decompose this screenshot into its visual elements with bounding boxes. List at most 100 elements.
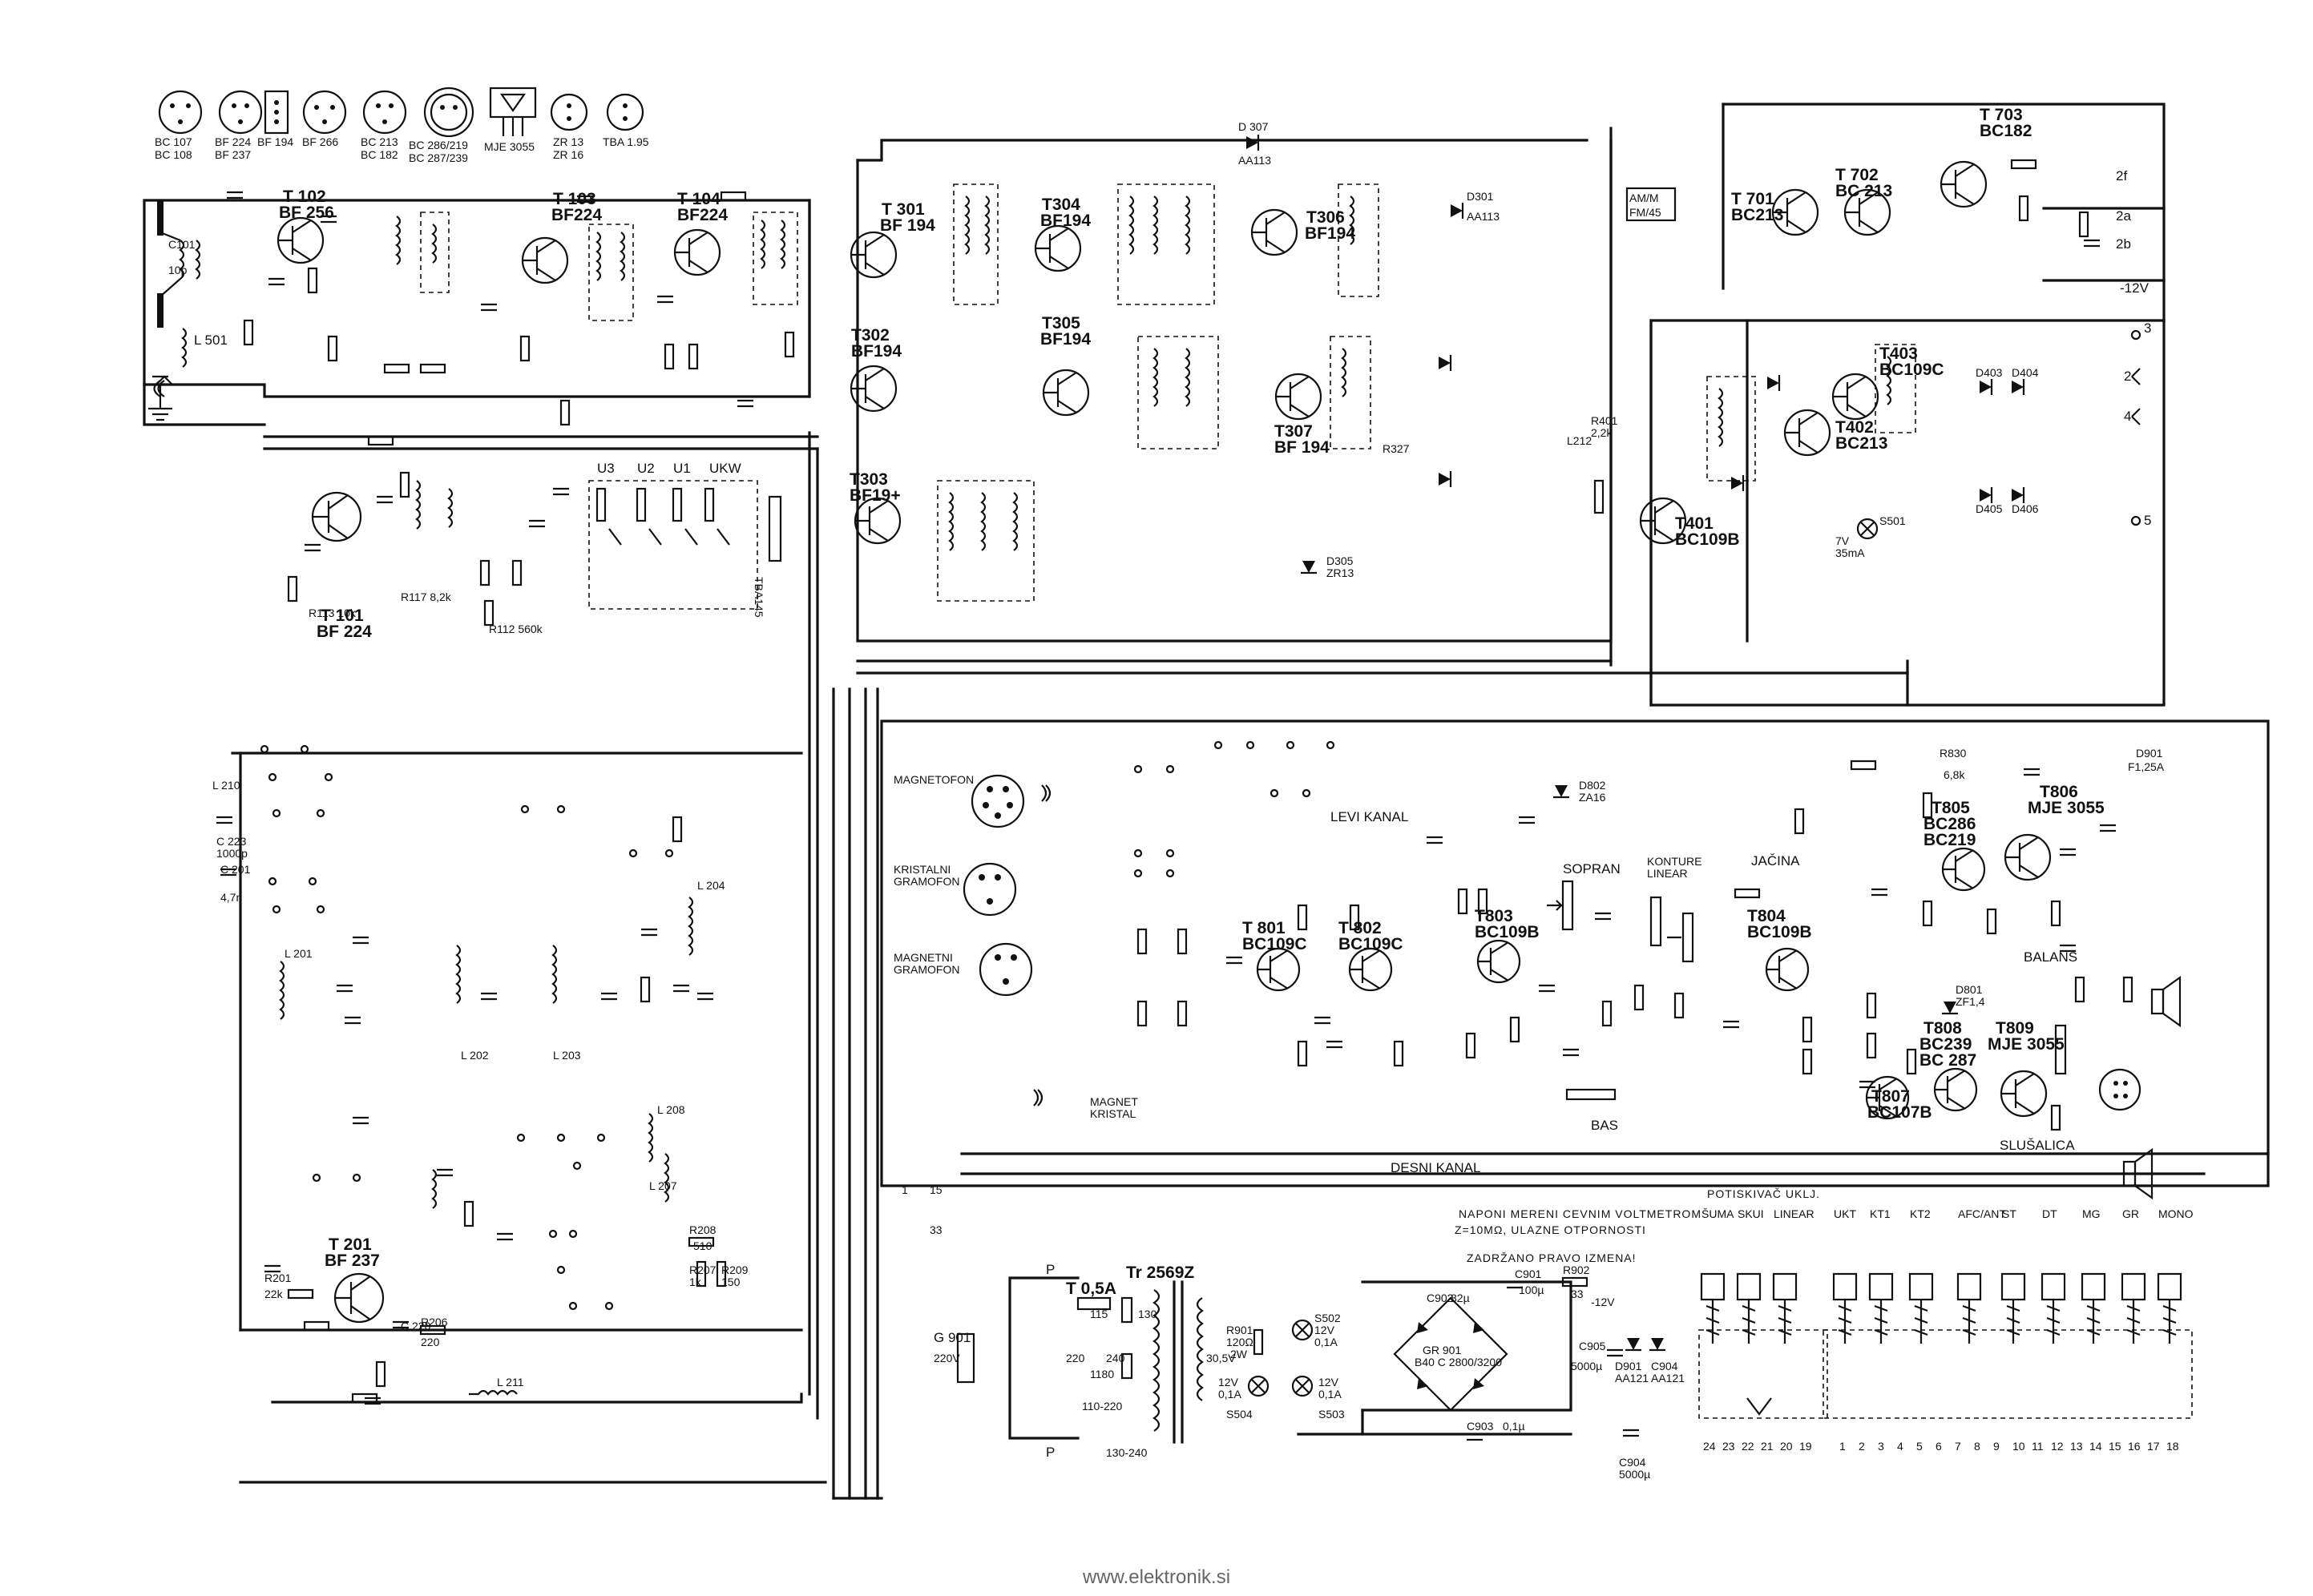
svg-text:0,1A: 0,1A	[1314, 1336, 1338, 1348]
svg-text:BF 224: BF 224	[317, 623, 372, 641]
switch-label-1: SKUI	[1738, 1207, 1764, 1220]
svg-text:T805: T805	[1932, 799, 1970, 817]
svg-text:C 201: C 201	[220, 863, 251, 876]
svg-text:BC 182: BC 182	[361, 148, 398, 161]
pushbutton-9[interactable]	[2081, 1272, 2106, 1344]
transistor-t804: T804 BC109B	[1747, 907, 1812, 992]
switch-label-2: LINEAR	[1774, 1207, 1814, 1220]
svg-text:MJE 3055: MJE 3055	[2028, 799, 2105, 817]
svg-text:R117 8,2k: R117 8,2k	[401, 590, 452, 603]
switch-pin-8: 8	[1974, 1440, 1980, 1453]
svg-text:MJE 3055: MJE 3055	[1988, 1035, 2065, 1054]
svg-text:MAGNET: MAGNET	[1090, 1095, 1138, 1108]
switch-label-3: UKT	[1834, 1207, 1856, 1220]
svg-text:DESNI KANAL: DESNI KANAL	[1391, 1160, 1480, 1175]
svg-text:T 101: T 101	[321, 607, 364, 625]
svg-text:B40 C 2800/3200: B40 C 2800/3200	[1415, 1356, 1502, 1368]
svg-text:6,8k: 6,8k	[1944, 768, 1965, 781]
transistor-t304: T304 BF194	[1034, 195, 1091, 272]
transistor-t102: T 102 BF 256	[277, 187, 334, 264]
svg-text:U3: U3	[597, 461, 615, 476]
svg-text:BF 237: BF 237	[325, 1251, 380, 1270]
pushbutton-2[interactable]	[1772, 1272, 1798, 1344]
svg-text:GR 901: GR 901	[1423, 1344, 1461, 1356]
svg-text:BC107B: BC107B	[1867, 1103, 1932, 1122]
svg-text:1180: 1180	[1090, 1368, 1114, 1380]
pushbutton-5[interactable]	[1908, 1272, 1934, 1344]
svg-text:R327: R327	[1383, 442, 1410, 455]
svg-text:D301: D301	[1467, 190, 1494, 203]
svg-text:2f: 2f	[2116, 168, 2127, 183]
svg-text:G 901: G 901	[934, 1330, 971, 1345]
svg-text:ZADRŽANO PRAVO IZMENA!: ZADRŽANO PRAVO IZMENA!	[1467, 1251, 1637, 1264]
svg-text:1k: 1k	[689, 1276, 702, 1288]
ukw-front-end: L 501 C101 10p T 102 BF 256 T 103 BF224	[148, 187, 798, 641]
svg-text:C901: C901	[1515, 1268, 1542, 1280]
pushbutton-8[interactable]	[2041, 1272, 2066, 1344]
if-amplifier: T 301 BF 194 T302 BF194 T303 BF19+	[850, 120, 1618, 602]
svg-text:T803: T803	[1475, 907, 1513, 925]
svg-text:T 102: T 102	[283, 187, 326, 206]
headphone-jack-icon	[2098, 1068, 2141, 1111]
pinout-bf194: BF 194	[257, 90, 293, 148]
svg-text:LEVI KANAL: LEVI KANAL	[1330, 809, 1408, 824]
pushbutton-3[interactable]	[1832, 1272, 1858, 1344]
pushbutton-0[interactable]	[1700, 1272, 1726, 1344]
pushbutton-7[interactable]	[2000, 1272, 2026, 1344]
svg-text:T 201: T 201	[329, 1235, 372, 1254]
svg-text:NAPONI MERENI CEVNIM VOLTMETRO: NAPONI MERENI CEVNIM VOLTMETROM	[1459, 1207, 1701, 1220]
if-transformers	[937, 183, 1379, 602]
svg-text:ZR 16: ZR 16	[553, 148, 583, 161]
band-switch-ukw: U3 U2 U1 UKW TBA145	[588, 461, 782, 618]
capacitor-group-am	[216, 816, 713, 1405]
pushbutton-1[interactable]	[1736, 1272, 1762, 1344]
svg-text:5000µ: 5000µ	[1571, 1360, 1602, 1372]
svg-text:JAČINA: JAČINA	[1751, 853, 1800, 869]
lamp-group	[1247, 1319, 1314, 1397]
svg-text:BF194: BF194	[1040, 330, 1091, 349]
transistor-t802: T 802 BC109C	[1338, 919, 1403, 992]
pushbutton-4[interactable]	[1868, 1272, 1894, 1344]
svg-text:D 307: D 307	[1238, 120, 1269, 133]
switch-pin-13: 13	[2070, 1440, 2083, 1453]
svg-text:L 207: L 207	[649, 1179, 677, 1192]
svg-text:BF224: BF224	[677, 206, 728, 224]
switch-pin-5: 5	[1916, 1440, 1923, 1453]
switch-pin-11: 11	[2032, 1440, 2044, 1453]
svg-text:T807: T807	[1871, 1087, 1910, 1106]
svg-text:240: 240	[1106, 1352, 1125, 1364]
diode-row-decoder	[1731, 375, 2025, 503]
source-watermark: www.elektronik.si	[1082, 1566, 1231, 1588]
svg-text:D901: D901	[2136, 747, 2163, 760]
pushbutton-11[interactable]	[2157, 1272, 2182, 1344]
svg-text:Tr 2569Z: Tr 2569Z	[1126, 1264, 1194, 1282]
svg-text:4,7n: 4,7n	[220, 891, 242, 904]
svg-text:SOPRAN: SOPRAN	[1563, 861, 1621, 877]
svg-text:T302: T302	[851, 326, 890, 345]
switch-pin-7: 7	[1955, 1440, 1961, 1453]
svg-text:R206: R206	[421, 1316, 448, 1328]
switch-pin-22: 22	[1742, 1440, 1754, 1453]
capacitor-group-front-end	[227, 191, 753, 552]
switch-pin-20: 20	[1780, 1440, 1793, 1453]
svg-text:12V: 12V	[1318, 1376, 1339, 1388]
svg-text:KRISTAL: KRISTAL	[1090, 1107, 1136, 1120]
svg-text:120Ω: 120Ω	[1226, 1336, 1253, 1348]
pushbutton-10[interactable]	[2121, 1272, 2146, 1344]
svg-text:0,1µ: 0,1µ	[1503, 1420, 1525, 1433]
svg-text:BC 287/239: BC 287/239	[409, 151, 468, 164]
svg-text:L 203: L 203	[553, 1049, 581, 1062]
svg-text:130-240: 130-240	[1106, 1446, 1148, 1459]
svg-text:2W: 2W	[1230, 1348, 1248, 1360]
transistor-t101: T 101 BF 224	[311, 491, 372, 641]
pushbutton-6[interactable]	[1956, 1272, 1982, 1344]
switch-pin-1: 1	[1839, 1440, 1846, 1453]
svg-text:F1,25A: F1,25A	[2128, 760, 2165, 773]
svg-text:R113 10k: R113 10k	[309, 607, 357, 619]
svg-text:AA121: AA121	[1615, 1372, 1649, 1384]
